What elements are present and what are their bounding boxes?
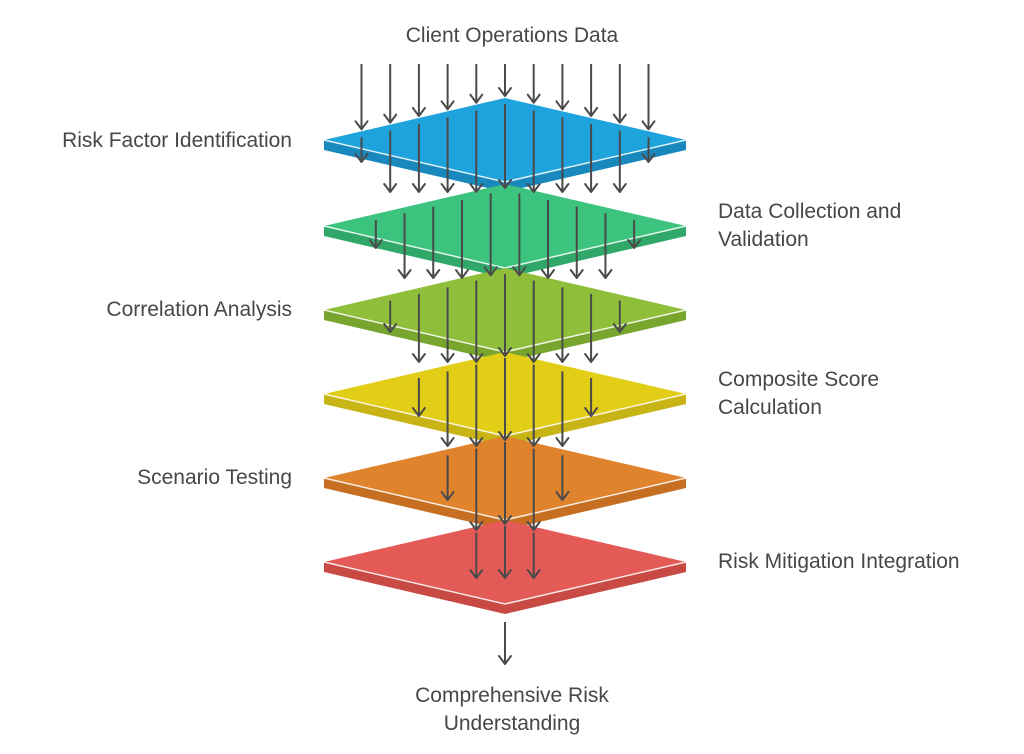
flow-arrow bbox=[641, 137, 656, 163]
layer-side bbox=[324, 394, 686, 446]
flow-arrow bbox=[498, 442, 512, 525]
layer-5-arrows bbox=[469, 526, 541, 579]
output-arrow bbox=[498, 622, 512, 665]
layer-side bbox=[324, 226, 686, 278]
output-label: Comprehensive Risk Understanding bbox=[415, 684, 609, 735]
flow-arrow bbox=[526, 280, 541, 363]
layer-label-correlation-analysis: Correlation Analysis bbox=[106, 298, 292, 321]
flow-arrow bbox=[469, 364, 484, 447]
layer-3-arrows bbox=[411, 358, 599, 447]
flow-arrow bbox=[512, 193, 527, 277]
input-arrow bbox=[440, 64, 455, 111]
flow-arrow bbox=[469, 448, 484, 531]
flow-arrow bbox=[469, 532, 484, 579]
layer-side bbox=[324, 478, 686, 530]
flow-arrow bbox=[498, 526, 512, 579]
flow-arrow bbox=[440, 287, 455, 363]
layer-0-arrows bbox=[354, 104, 656, 193]
flow-arrow bbox=[541, 199, 556, 279]
flow-arrow bbox=[426, 206, 441, 279]
input-arrow bbox=[555, 64, 570, 111]
layer-label-data-collection-validation: Data Collection and Validation bbox=[718, 200, 902, 251]
input-arrow bbox=[469, 64, 484, 104]
flow-arrow bbox=[612, 300, 627, 333]
input-arrow bbox=[641, 64, 656, 131]
layer-side bbox=[324, 140, 686, 192]
layer-label-scenario-testing: Scenario Testing bbox=[137, 466, 292, 489]
flow-arrow bbox=[569, 206, 584, 279]
layer-1-arrows bbox=[368, 193, 642, 279]
flow-arrow bbox=[354, 137, 369, 163]
flow-arrow bbox=[469, 280, 484, 363]
flow-arrow bbox=[555, 455, 570, 501]
flow-arrow bbox=[383, 130, 398, 193]
input-arrow bbox=[383, 64, 398, 124]
flow-arrow bbox=[612, 130, 627, 193]
layer-2-arrows bbox=[383, 274, 627, 363]
flow-arrow bbox=[526, 448, 541, 531]
flow-arrow bbox=[555, 117, 570, 193]
input-label: Client Operations Data bbox=[405, 24, 619, 47]
layer-side bbox=[324, 310, 686, 362]
flow-arrow bbox=[411, 377, 426, 417]
flow-arrow bbox=[584, 293, 599, 363]
input-arrow bbox=[498, 64, 512, 97]
flow-arrow bbox=[598, 213, 613, 279]
input-arrow bbox=[612, 64, 627, 124]
layer-side bbox=[324, 562, 686, 614]
flow-arrow bbox=[526, 364, 541, 447]
layer-4-arrows bbox=[440, 442, 570, 531]
flow-arrow bbox=[397, 213, 412, 279]
layer-label-risk-factor-identification: Risk Factor Identification bbox=[62, 129, 292, 152]
flow-arrow bbox=[440, 371, 455, 447]
flow-arrow bbox=[526, 110, 541, 193]
layer-1 bbox=[323, 184, 687, 278]
flow-arrow bbox=[498, 358, 512, 441]
flow-arrow bbox=[555, 371, 570, 447]
layer-edge-highlight bbox=[323, 561, 687, 605]
input-arrow bbox=[354, 64, 369, 131]
input-arrows bbox=[354, 64, 656, 131]
flow-arrow bbox=[368, 219, 383, 249]
flow-arrow bbox=[526, 532, 541, 579]
flow-arrow bbox=[498, 274, 512, 357]
flow-arrow bbox=[440, 117, 455, 193]
flow-arrow bbox=[454, 199, 469, 279]
flow-arrow bbox=[469, 110, 484, 193]
flow-arrow bbox=[483, 193, 498, 277]
flow-arrow bbox=[411, 293, 426, 363]
input-arrow bbox=[411, 64, 426, 117]
flow-arrow bbox=[411, 123, 426, 193]
flow-arrow bbox=[584, 377, 599, 417]
input-arrow bbox=[584, 64, 599, 117]
layer-top bbox=[324, 184, 686, 268]
flow-arrow bbox=[383, 300, 398, 333]
flow-arrow bbox=[440, 455, 455, 501]
layer-label-composite-score-calculation: Composite Score Calculation bbox=[718, 368, 880, 419]
output-arrow-group bbox=[498, 622, 512, 665]
layers-group bbox=[323, 64, 687, 665]
flow-arrow bbox=[498, 104, 512, 189]
input-arrow bbox=[526, 64, 541, 104]
flow-arrow bbox=[555, 287, 570, 363]
flow-arrow bbox=[627, 219, 642, 249]
flow-arrow bbox=[584, 123, 599, 193]
layer-label-risk-mitigation-integration: Risk Mitigation Integration bbox=[718, 550, 960, 573]
